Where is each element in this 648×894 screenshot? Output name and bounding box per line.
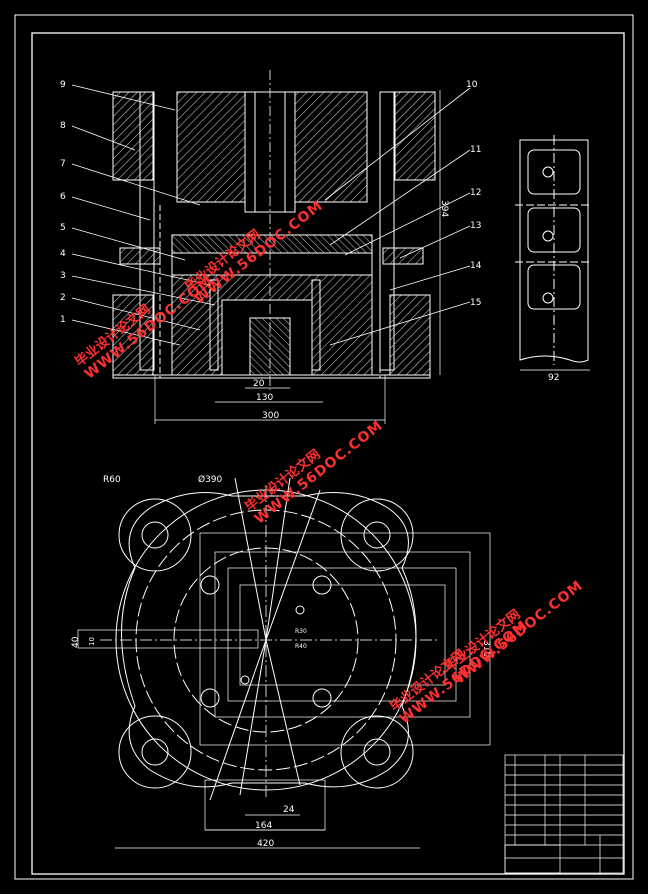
part-no-13: 13 [470,221,481,231]
label-dia-390: Ø390 [198,474,223,485]
dim-310: 310 [481,640,491,657]
label-r60: R60 [103,475,121,485]
part-no-8: 8 [60,121,66,131]
outer-frame [14,14,634,880]
dim-20: 20 [253,379,265,389]
dim-420: 420 [257,839,274,849]
plan-dimensions [115,814,420,849]
dim-164: 164 [255,821,272,831]
lower-right-base [389,294,431,376]
part-no-2: 2 [60,293,66,303]
plan-view [77,477,491,831]
part-no-9: 9 [60,80,66,90]
part-no-5: 5 [60,223,66,233]
upper-right-ring [394,91,436,181]
base-plate [112,374,431,379]
part-no-11: 11 [470,145,481,155]
section-leaders [71,84,471,346]
label-r30: R30 [295,628,307,635]
section-dimensions [154,90,441,424]
dim-24: 24 [283,805,295,815]
part-no-14: 14 [470,261,482,271]
dim-130: 130 [256,393,273,403]
part-no-12: 12 [470,188,481,198]
dim-394: 394 [439,200,449,217]
label-r40: R40 [295,643,307,650]
dim-300: 300 [262,411,279,421]
part-no-10: 10 [466,80,478,90]
part-no-1: 1 [60,315,66,325]
section-view [112,70,436,390]
strip-layout [515,135,592,371]
drawing-labels: 9 8 7 6 5 4 3 2 1 10 11 12 13 14 15 20 1… [60,80,559,849]
flange-left [119,247,161,265]
part-no-6: 6 [60,192,66,202]
inner-frame [31,32,625,875]
title-block [504,754,624,874]
dim-40: 40 [71,636,81,648]
part-no-4: 4 [60,249,66,259]
upper-left-ring [112,91,154,181]
part-no-15: 15 [470,298,481,308]
dim-10: 10 [88,637,96,646]
part-no-7: 7 [60,159,66,169]
dim-92: 92 [548,373,559,383]
part-no-3: 3 [60,271,66,281]
